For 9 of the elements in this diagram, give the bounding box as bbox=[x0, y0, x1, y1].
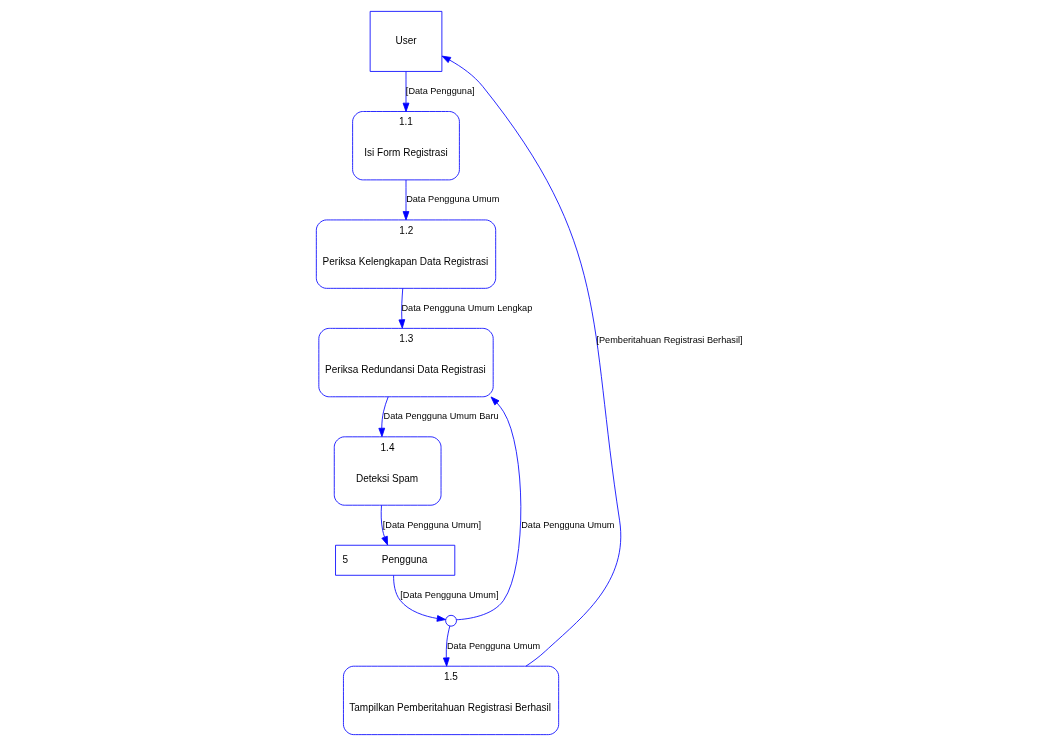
edge-label: [Data Pengguna] bbox=[405, 85, 475, 96]
edge-label: Data Pengguna Umum bbox=[521, 519, 615, 530]
edge-label: Data Pengguna Umum Baru bbox=[383, 411, 499, 422]
edge-label: Data Pengguna Umum bbox=[406, 194, 500, 205]
edge-label: Data Pengguna Umum Lengkap bbox=[401, 302, 533, 313]
edge-label: [Data Pengguna Umum] bbox=[382, 519, 481, 530]
edge-label: [Data Pengguna Umum] bbox=[400, 589, 499, 600]
edge-label: Data Pengguna Umum bbox=[447, 640, 541, 651]
edge-label: [Pemberitahuan Registrasi Berhasil] bbox=[596, 334, 743, 345]
